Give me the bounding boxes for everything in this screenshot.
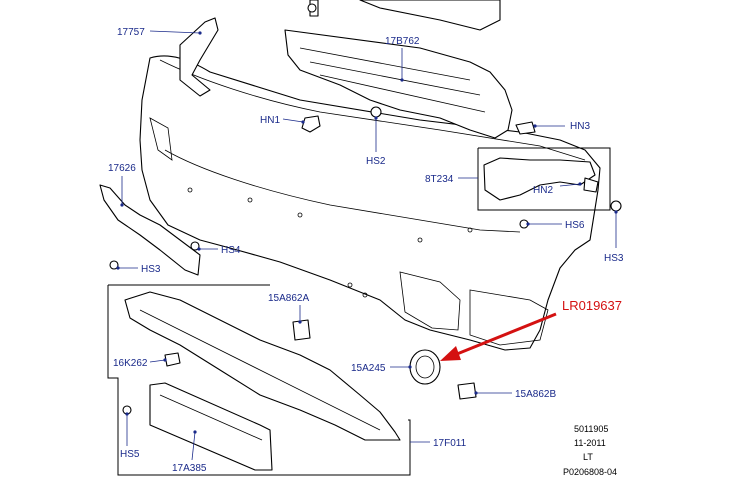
sensor-hole xyxy=(417,237,423,243)
fog-recess-left xyxy=(149,117,173,161)
lower-grille-17F011 xyxy=(124,291,401,441)
footer-line-4: P0206808-04 xyxy=(563,467,617,477)
sensor-hole xyxy=(187,187,193,193)
footer-line-1: 5011905 xyxy=(574,424,608,434)
label-8T234: 8T234 xyxy=(425,174,454,185)
clip-15A862A xyxy=(292,319,311,341)
fasteners xyxy=(109,3,622,415)
leader-lines xyxy=(116,30,618,461)
arrow-head xyxy=(440,346,461,361)
sensor-hole xyxy=(362,292,368,298)
label-17A385: 17A385 xyxy=(172,463,207,474)
top-screw xyxy=(307,3,317,13)
footer-block: 5011905 11-2011 LT P0206808-04 xyxy=(563,424,617,477)
bracket-17B762-shape xyxy=(284,29,513,139)
screw-hs3-right xyxy=(610,200,622,212)
clip-hn1 xyxy=(301,115,321,133)
label-hs3-left: HS3 xyxy=(141,264,161,275)
label-hs6: HS6 xyxy=(565,220,585,231)
label-16K262: 16K262 xyxy=(113,358,148,369)
label-17F011: 17F011 xyxy=(433,438,467,449)
sensor-hole xyxy=(467,227,473,233)
sensor-hole xyxy=(297,212,303,218)
screw-hs3-left xyxy=(109,260,119,270)
label-hs4: HS4 xyxy=(221,245,241,256)
license-bracket-17A385 xyxy=(149,382,273,471)
label-17B762: 17B762 xyxy=(385,36,420,47)
footer-line-3: LT xyxy=(583,452,593,462)
bumper-side-panel xyxy=(469,289,549,346)
label-hn3: HN3 xyxy=(570,121,590,132)
footer-line-2: 11-2011 xyxy=(574,438,606,448)
strip-17626 xyxy=(99,184,201,276)
clip-hn3 xyxy=(515,121,536,135)
callout-arrow xyxy=(440,312,557,361)
clip-16K262 xyxy=(164,352,181,367)
label-hn2: HN2 xyxy=(533,185,553,196)
label-15A862A: 15A862A xyxy=(268,293,309,304)
sensor-hole xyxy=(347,282,353,288)
label-hs2: HS2 xyxy=(366,156,386,167)
screw-hs2 xyxy=(370,106,382,118)
fog-recess-right xyxy=(399,271,461,331)
clip-15A862B xyxy=(457,382,477,400)
label-hn1: HN1 xyxy=(260,115,280,126)
screw-hs4 xyxy=(190,241,200,251)
part-17757-shape xyxy=(179,17,219,97)
label-17626: 17626 xyxy=(108,163,136,174)
bumper-mid-line xyxy=(164,149,521,233)
callout-part-number: LR019637 xyxy=(562,298,622,313)
label-15A245: 15A245 xyxy=(351,363,386,374)
fog-bezel-15A245 xyxy=(409,349,441,385)
lower-grille-box xyxy=(107,284,411,476)
label-hs3-right: HS3 xyxy=(604,253,624,264)
sensor-hole xyxy=(247,197,253,203)
label-17757: 17757 xyxy=(117,27,145,38)
label-15A862B: 15A862B xyxy=(515,389,556,400)
part-labels: 17757 17B762 HN1 HS2 HN3 8T234 HN2 HS6 H… xyxy=(108,27,624,474)
label-hs5: HS5 xyxy=(120,449,140,460)
